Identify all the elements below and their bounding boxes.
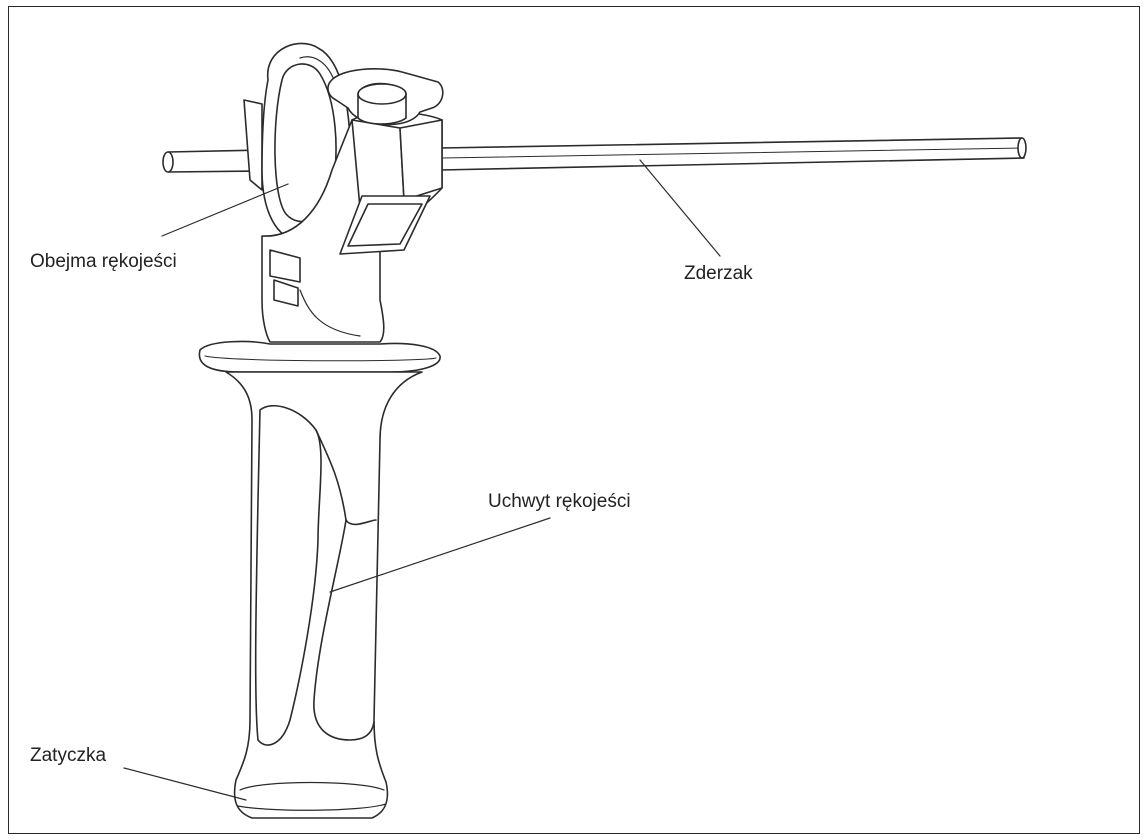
label-end-cap: Zatyczka [30, 745, 107, 766]
leader-depth-gauge [639, 159, 721, 257]
leader-handle-clamp [161, 183, 289, 237]
leader-handle-grip [329, 517, 551, 593]
label-depth-gauge: Zderzak [684, 263, 753, 284]
label-handle-grip: Uchwyt rękojeści [488, 491, 631, 512]
label-handle-clamp: Obejma rękojeści [30, 251, 177, 272]
clamp-body [261, 111, 443, 343]
handle-grip [225, 371, 423, 819]
leader-end-cap [123, 767, 247, 801]
clamp-knob [327, 68, 444, 126]
leader-lines [123, 159, 721, 801]
handle-guard [198, 340, 441, 373]
